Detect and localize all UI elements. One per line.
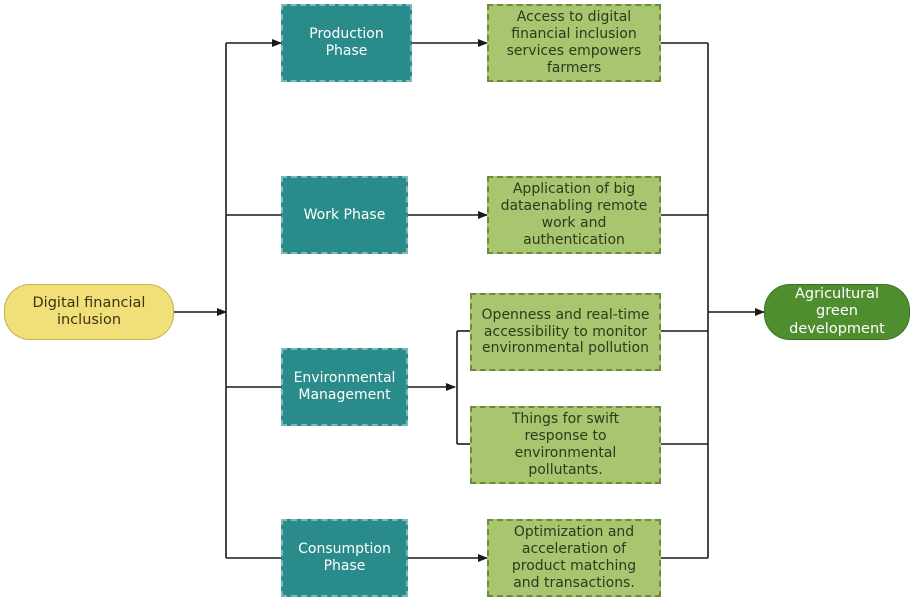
start-node-label: Digital financial inclusion <box>32 294 146 328</box>
start-node: Digital financial inclusion <box>4 284 174 340</box>
phase-consumption-label: Consumption Phase <box>298 541 391 574</box>
outcome-big-data-label: Application of big dataenabling remote w… <box>500 181 648 248</box>
phase-production-label: Production Phase <box>309 26 384 59</box>
outcome-pollution-monitoring: Openness and real-time accessibility to … <box>470 293 661 371</box>
phase-work-label: Work Phase <box>303 206 386 223</box>
end-node-label: Agricultural green development <box>789 285 885 337</box>
outcome-access-digital-services: Access to digital financial inclusion se… <box>487 4 661 82</box>
phase-environmental-label: Environmental Management <box>293 370 396 403</box>
outcome-pollutant-response-label: Things for swift response to environment… <box>511 411 620 478</box>
outcome-pollution-monitoring-label: Openness and real-time accessibility to … <box>481 306 650 357</box>
outcome-pollutant-response: Things for swift response to environment… <box>470 406 661 484</box>
phase-production: Production Phase <box>281 4 412 82</box>
outcome-big-data-remote-work: Application of big dataenabling remote w… <box>487 176 661 254</box>
outcome-product-matching: Optimization and acceleration of product… <box>487 519 661 597</box>
phase-work: Work Phase <box>281 176 408 254</box>
outcome-access-label: Access to digital financial inclusion se… <box>506 9 642 76</box>
phase-consumption: Consumption Phase <box>281 519 408 597</box>
phase-environmental-management: Environmental Management <box>281 348 408 426</box>
outcome-product-matching-label: Optimization and acceleration of product… <box>511 524 637 591</box>
end-node: Agricultural green development <box>764 284 910 340</box>
